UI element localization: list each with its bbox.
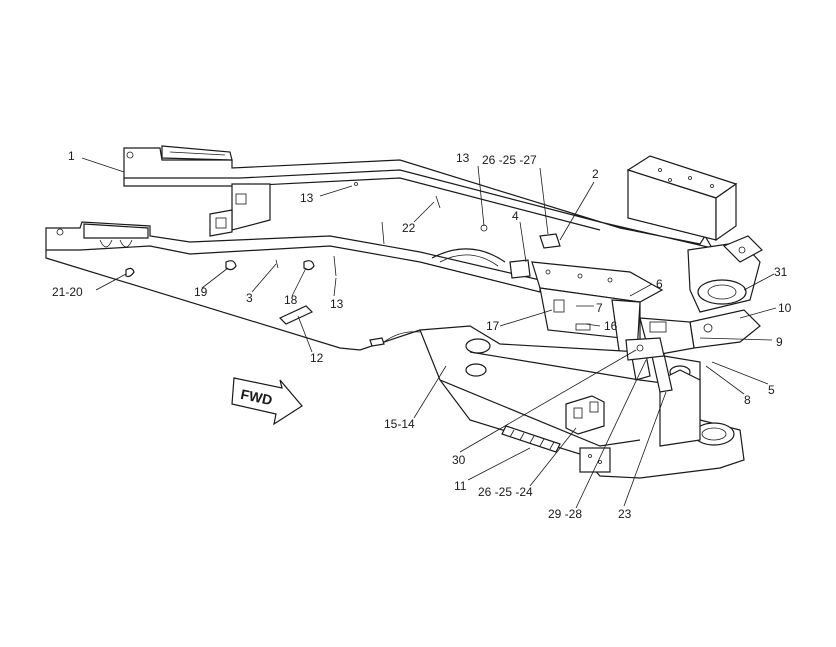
callout-9: 9 (776, 335, 783, 349)
callout-7: 7 (596, 301, 603, 315)
callout-26-25-27: 26 -25 -27 (482, 153, 537, 167)
callout-16: 16 (604, 319, 618, 333)
callout-18: 18 (284, 293, 298, 307)
tunnel-arch (431, 248, 506, 263)
callout-12: 12 (310, 351, 324, 365)
callout-19: 19 (194, 285, 208, 299)
callout-30: 30 (452, 453, 466, 467)
callout-31: 31 (774, 265, 788, 279)
callout-22: 22 (402, 221, 416, 235)
rear-pivot (687, 235, 763, 313)
callout-2: 2 (592, 167, 599, 181)
centre-struts (625, 337, 673, 393)
callout-23: 23 (618, 507, 632, 521)
mounting-block (565, 395, 605, 435)
callout-labels: 1 2 3 4 5 6 7 8 9 10 11 12 13 13 13 15-1… (52, 149, 792, 521)
callout-1: 1 (68, 149, 75, 163)
callout-8: 8 (744, 393, 751, 407)
callout-15-14: 15-14 (384, 417, 415, 431)
callout-17: 17 (486, 319, 500, 333)
cross-member (209, 183, 271, 237)
callout-11: 11 (454, 479, 467, 493)
callout-13-c: 13 (330, 297, 344, 311)
callout-29-28: 29 -28 (548, 507, 582, 521)
callout-5: 5 (768, 383, 775, 397)
leader-lines (81, 157, 777, 509)
callout-4: 4 (512, 209, 519, 223)
callout-3: 3 (246, 291, 253, 305)
rear-upright-box (626, 155, 738, 242)
forward-arrow: FWD (231, 377, 303, 426)
callout-13-b: 13 (456, 151, 470, 165)
tunnel-arch-inner (439, 254, 499, 267)
callout-26-25-24: 26 -25 -24 (478, 485, 533, 499)
wear-strip (501, 425, 561, 453)
callout-10: 10 (778, 301, 792, 315)
callout-21-20: 21-20 (52, 285, 83, 299)
upper-side-rail (123, 145, 714, 249)
callout-6: 6 (656, 277, 663, 291)
forward-label: FWD (239, 386, 274, 408)
callout-13-a: 13 (300, 191, 314, 205)
